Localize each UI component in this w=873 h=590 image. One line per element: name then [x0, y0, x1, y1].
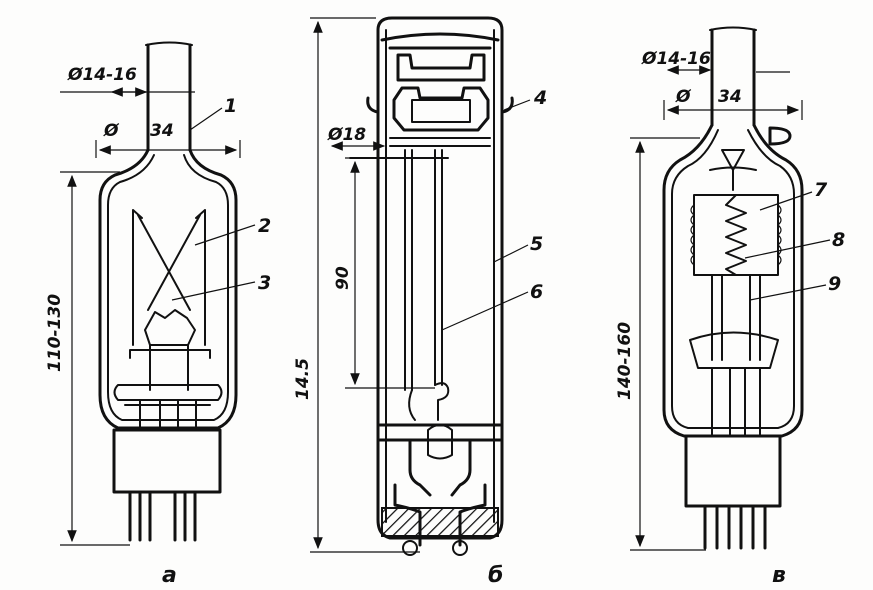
- callout-3: 3: [258, 272, 271, 294]
- lamp-a-holder: [129, 309, 211, 391]
- figure-c: Ø14-16 Ø 34 140-160 7 8 9 в: [615, 26, 845, 588]
- lamp-a-base: [112, 428, 222, 494]
- callout-7: 7: [814, 179, 828, 201]
- lamp-c-tip: [768, 126, 792, 146]
- callout-1: 1: [224, 95, 237, 117]
- figure-a-caption: а: [162, 563, 177, 588]
- callout-8: 8: [832, 229, 845, 251]
- dim-a-dia-value: 34: [150, 121, 174, 141]
- dim-a-neck-label: Ø14-16: [67, 65, 137, 85]
- figure-a: Ø14-16 Ø 34 110-130 1 2 3 а: [45, 41, 271, 588]
- lamp-a-neck-top: [145, 41, 193, 46]
- figure-b-caption: б: [488, 563, 503, 588]
- dim-b-inner-label: 90: [333, 266, 353, 290]
- lamp-a-neck: [146, 43, 192, 152]
- dim-b-height-label: 14.5: [293, 358, 313, 400]
- dim-a-height-label: 110-130: [45, 294, 65, 372]
- callout-6: 6: [530, 281, 543, 303]
- lamp-c-coil: [725, 194, 747, 276]
- lamp-c-neck: [710, 28, 756, 127]
- dim-c-dia-symbol: Ø: [675, 87, 692, 107]
- figure-c-caption: в: [772, 563, 786, 588]
- lamp-b-electrodes: [349, 149, 449, 391]
- callout-9: 9: [828, 273, 841, 295]
- callout-2: 2: [258, 215, 271, 237]
- dim-a-dia-symbol: Ø: [103, 121, 120, 141]
- callout-4: 4: [533, 87, 547, 109]
- dim-c-neck-label: Ø14-16: [641, 49, 711, 69]
- lamp-b-base-hatch: [381, 507, 499, 537]
- figure-b: Ø18 90 14.5 4 5 6 б: [293, 16, 547, 588]
- lamp-a-bulb: [98, 148, 238, 430]
- callout-5: 5: [530, 233, 543, 255]
- lamp-c-base: [684, 434, 782, 508]
- dim-c-height-label: 140-160: [615, 322, 635, 400]
- dim-c-dia-value: 34: [718, 87, 742, 107]
- dim-b-dia-label: Ø18: [327, 125, 366, 145]
- lamp-b-top-cap: [380, 32, 500, 82]
- lamp-c-coil-frame: [693, 194, 779, 276]
- lamp-a-filament: [132, 209, 206, 346]
